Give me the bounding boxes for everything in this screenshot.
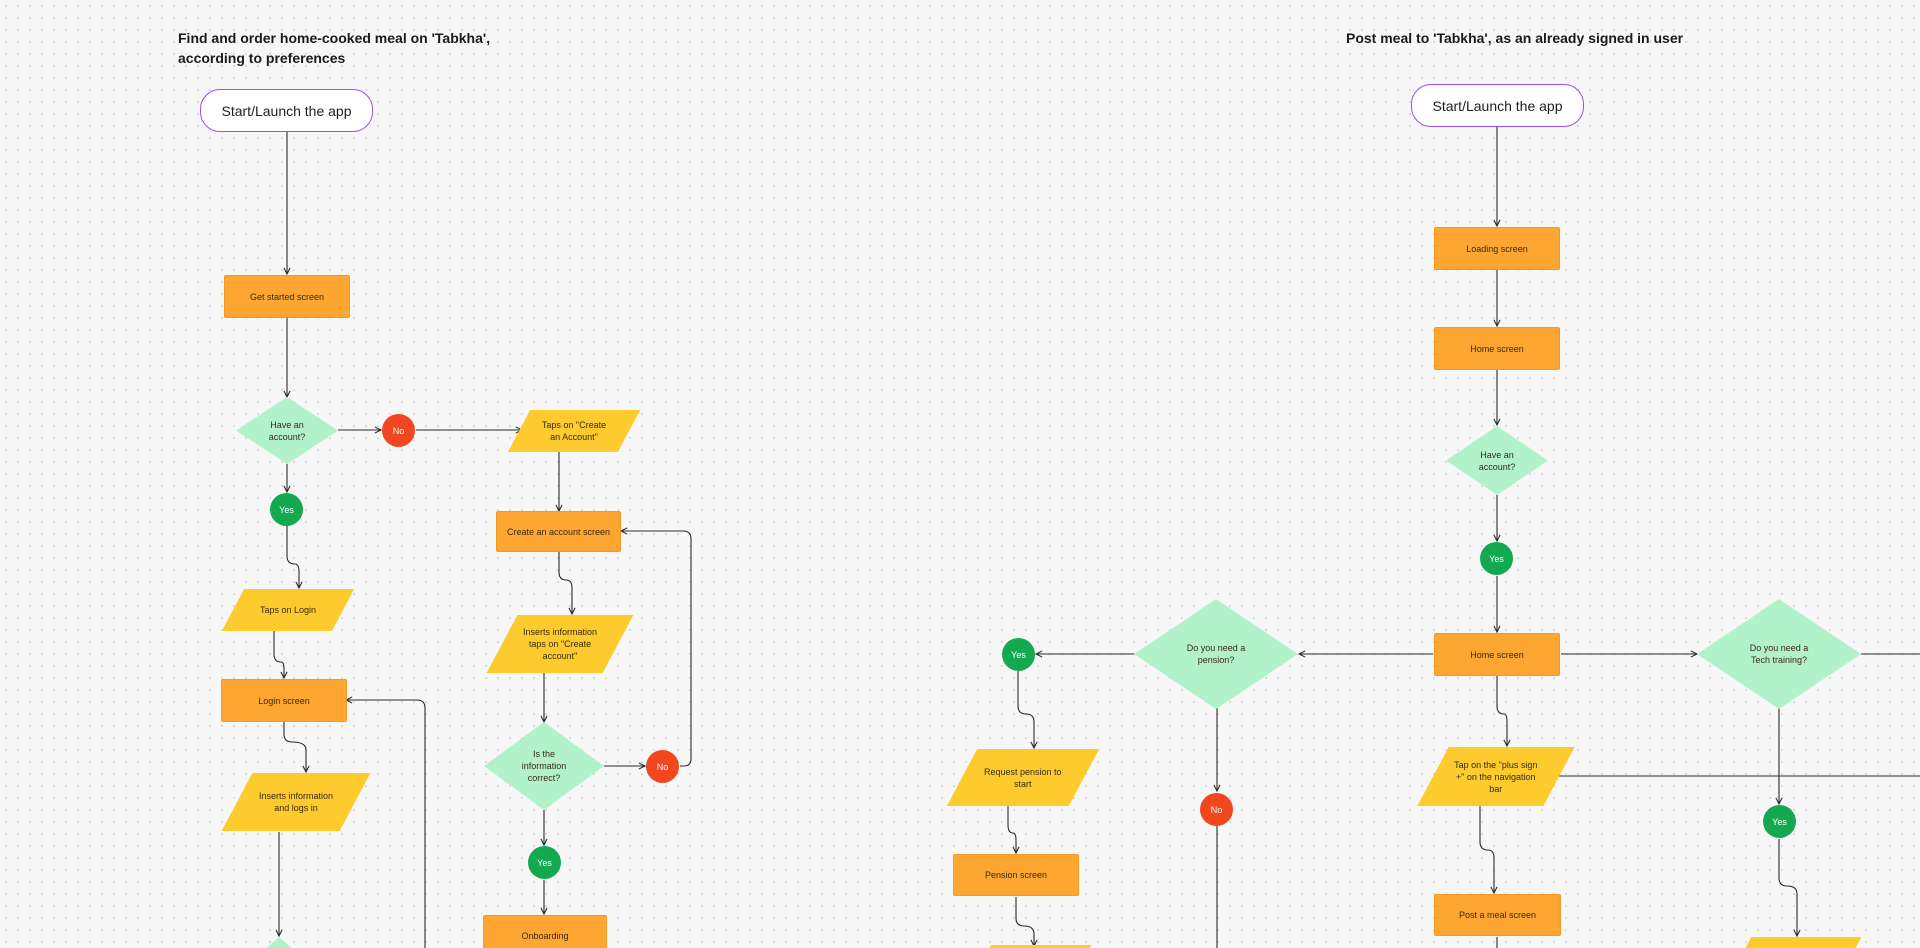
login-screen-node[interactable]: Login screen bbox=[221, 679, 347, 722]
loading-screen-label: Loading screen bbox=[1466, 243, 1528, 254]
onboarding-node[interactable]: Onboarding bbox=[483, 915, 607, 948]
yes-badge[interactable]: Yes bbox=[1002, 638, 1035, 671]
start-terminal-right-label: Start/Launch the app bbox=[1432, 97, 1563, 114]
taps-login-input[interactable]: Taps on Login bbox=[221, 589, 355, 631]
left-flow-heading: Find and order home-cooked meal on 'Tabk… bbox=[178, 30, 491, 66]
edge-no-createscreen-loop bbox=[621, 531, 692, 767]
edge-r-pensionscreen-down bbox=[1015, 897, 1034, 946]
no-badge-label: No bbox=[392, 425, 405, 436]
info-correct-label: Is the information correct? bbox=[521, 749, 567, 783]
have-account-right-label: Have an account? bbox=[1478, 449, 1516, 472]
info-correct-decision[interactable]: Is the information correct? bbox=[484, 722, 604, 810]
edge-r-tapplus-post bbox=[1479, 806, 1494, 893]
no-badge-label: No bbox=[1210, 804, 1223, 815]
have-account-decision-right[interactable]: Have an account? bbox=[1446, 426, 1548, 495]
start-terminal[interactable]: Start/Launch the app bbox=[200, 89, 373, 132]
taps-create-account-label: Taps on "Create an Account" bbox=[541, 420, 607, 442]
edge-tapslogin-loginscreen bbox=[273, 630, 284, 678]
loading-screen-node[interactable]: Loading screen bbox=[1434, 227, 1560, 270]
yes-badge-label: Yes bbox=[1772, 816, 1787, 827]
partial-decision[interactable] bbox=[256, 937, 302, 948]
need-training-decision[interactable]: Do you need a Tech training? bbox=[1697, 599, 1861, 709]
yes-badge[interactable]: Yes bbox=[1480, 542, 1513, 575]
right-flow-heading: Post meal to 'Tabkha', as an already sig… bbox=[1346, 30, 1684, 46]
need-pension-decision[interactable]: Do you need a pension? bbox=[1134, 599, 1298, 709]
home-screen-2-label: Home screen bbox=[1470, 649, 1524, 660]
login-screen-label: Login screen bbox=[258, 695, 310, 706]
pension-screen-node[interactable]: Pension screen bbox=[953, 854, 1079, 896]
request-pension-label: Request pension to start bbox=[984, 766, 1062, 789]
onboarding-label: Onboarding bbox=[521, 931, 569, 941]
yes-badge-label: Yes bbox=[1011, 649, 1026, 660]
no-badge[interactable]: No bbox=[382, 414, 415, 447]
need-pension-label: Do you need a pension? bbox=[1186, 643, 1246, 665]
home-screen-node[interactable]: Home screen bbox=[1434, 327, 1560, 370]
get-started-screen-node[interactable]: Get started screen bbox=[224, 275, 350, 318]
post-meal-screen-label: Post a meal screen bbox=[1458, 910, 1537, 920]
need-training-label: Do you need a Tech training? bbox=[1749, 643, 1809, 665]
no-badge[interactable]: No bbox=[1200, 793, 1233, 826]
edge-createscreen-inserts bbox=[558, 551, 572, 614]
yes-badge-label: Yes bbox=[1489, 553, 1504, 564]
diamond-shape bbox=[256, 937, 302, 948]
inserts-info-login-label: Inserts information and logs in bbox=[258, 791, 334, 813]
taps-create-account-input[interactable]: Taps on "Create an Account" bbox=[507, 410, 641, 452]
yes-badge-label: Yes bbox=[537, 857, 552, 868]
edge-r-yes-training-down bbox=[1778, 839, 1797, 936]
edge-loop-loginscreen bbox=[346, 700, 426, 948]
create-account-screen-node[interactable]: Create an account screen bbox=[496, 511, 621, 552]
no-badge-label: No bbox=[656, 761, 669, 772]
no-badge[interactable]: No bbox=[646, 750, 679, 783]
get-started-screen-label: Get started screen bbox=[249, 291, 325, 302]
have-account-label: Have an account? bbox=[268, 419, 306, 442]
post-meal-screen-node[interactable]: Post a meal screen bbox=[1434, 894, 1561, 936]
have-account-decision[interactable]: Have an account? bbox=[236, 397, 338, 464]
pension-screen-label: Pension screen bbox=[984, 870, 1048, 880]
home-screen-node-2[interactable]: Home screen bbox=[1434, 633, 1560, 676]
yes-badge[interactable]: Yes bbox=[528, 846, 561, 879]
edge-r-home2-tapplus bbox=[1496, 676, 1507, 746]
create-account-screen-label: Create an account screen bbox=[506, 526, 611, 537]
taps-login-label: Taps on Login bbox=[259, 605, 317, 615]
edge-loginscreen-insertslogin bbox=[283, 721, 306, 772]
yes-badge[interactable]: Yes bbox=[1763, 805, 1796, 838]
partial-io-node[interactable] bbox=[1738, 937, 1862, 948]
tap-plus-label: Tap on the "plus sign +" on the navigati… bbox=[1454, 759, 1538, 794]
inserts-info-create-label: Inserts information taps on "Create acco… bbox=[522, 627, 598, 661]
edge-yes-tapslogin bbox=[286, 525, 299, 588]
edge-r-request-pensionscreen bbox=[1007, 806, 1016, 853]
yes-badge-label: Yes bbox=[279, 504, 294, 515]
edge-r-yes-request bbox=[1017, 671, 1034, 748]
home-screen-label: Home screen bbox=[1470, 343, 1524, 354]
yes-badge[interactable]: Yes bbox=[270, 493, 303, 526]
start-terminal-label: Start/Launch the app bbox=[221, 102, 352, 119]
start-terminal-right[interactable]: Start/Launch the app bbox=[1411, 84, 1584, 127]
